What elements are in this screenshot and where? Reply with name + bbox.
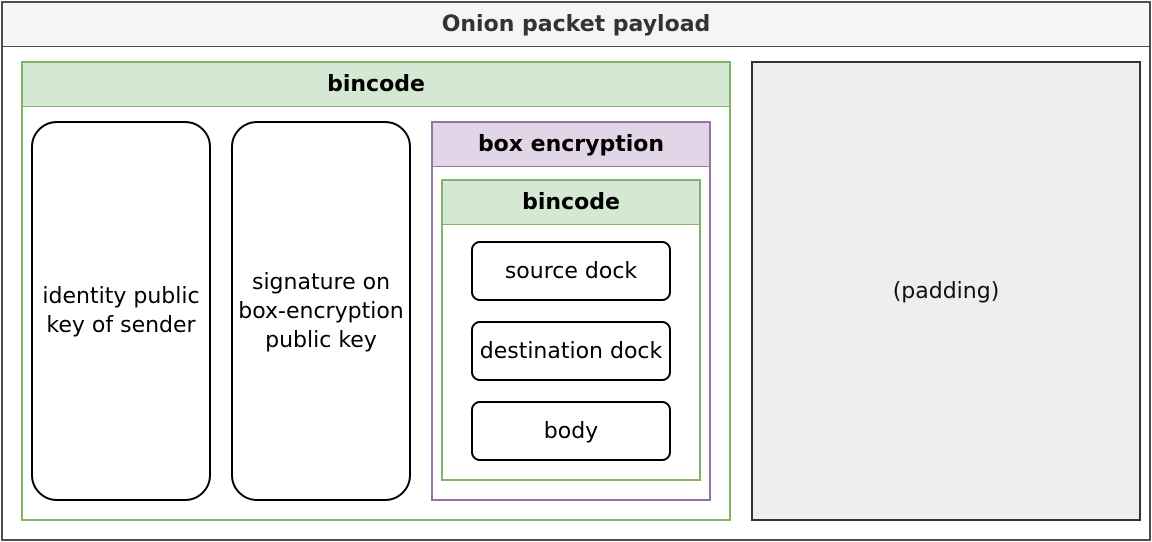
destination-dock-field: destination dock [471, 321, 671, 381]
body-field: body [471, 401, 671, 461]
bincode-outer-title: bincode [21, 61, 731, 107]
signature-label: signature on box-encryption public key [238, 269, 404, 353]
onion-packet-payload-title: Onion packet payload [1, 1, 1151, 47]
bincode-inner-title: bincode [441, 179, 701, 225]
box-encryption-title: box encryption [431, 121, 711, 167]
identity-public-key-block: identity public key of sender [31, 121, 211, 501]
padding-block: (padding) [751, 61, 1141, 521]
source-dock-field: source dock [471, 241, 671, 301]
identity-public-key-label: identity public key of sender [42, 284, 200, 338]
signature-block: signature on box-encryption public key [231, 121, 411, 501]
padding-label: (padding) [892, 278, 1000, 304]
